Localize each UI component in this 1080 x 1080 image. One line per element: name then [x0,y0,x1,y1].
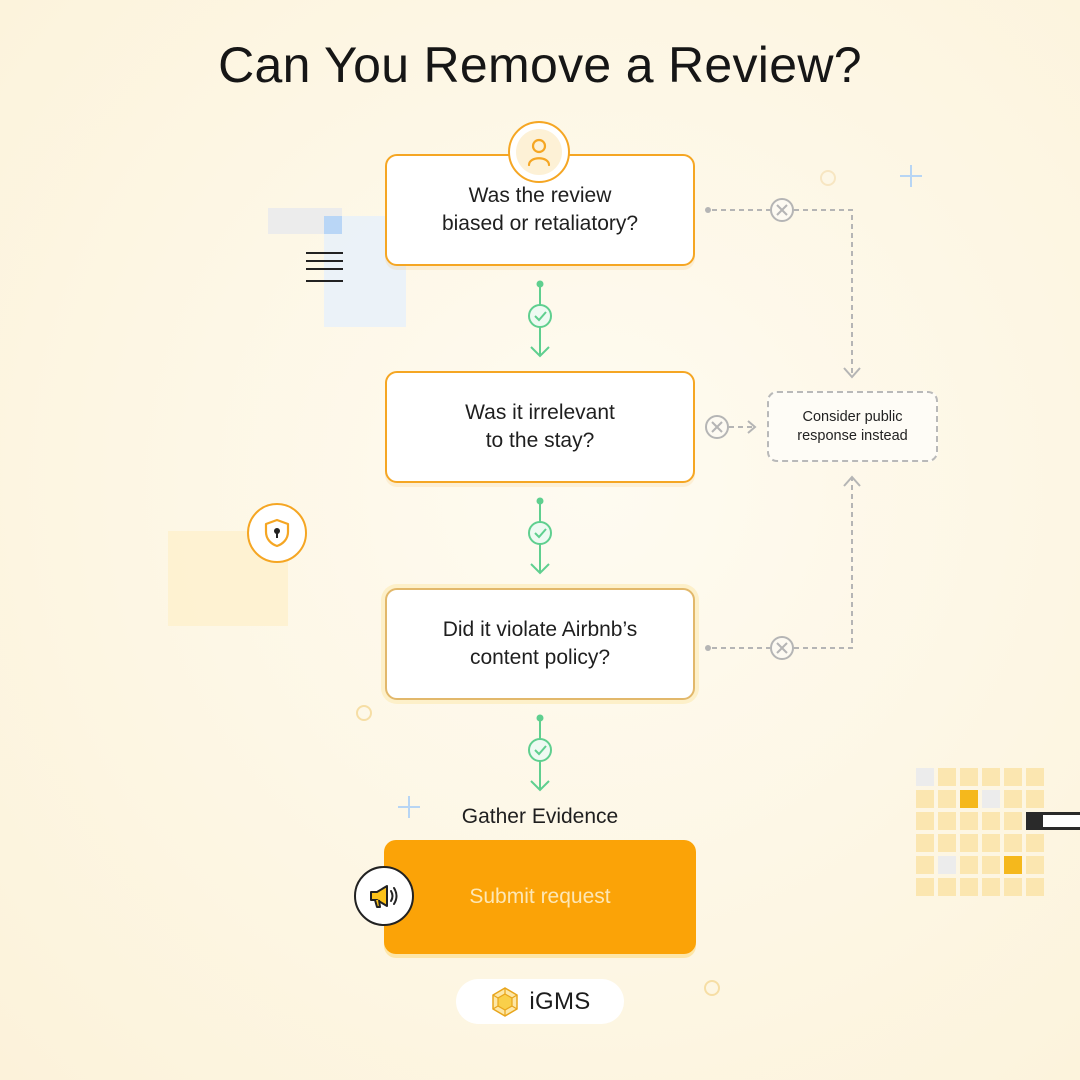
no-connector-2 [729,420,757,434]
grid-decor [916,768,1044,896]
no-connector-1 [705,207,861,379]
menu-lines-icon [306,252,343,282]
check-circle-icon [528,521,552,545]
check-circle-icon [528,738,552,762]
pen-decor [1026,812,1080,830]
shield-lock-icon [264,518,290,548]
decision-box-irrelevant: Was it irrelevant to the stay? [385,371,695,483]
x-circle-icon [705,415,729,439]
check-circle-icon [528,304,552,328]
yes-connector-3 [530,714,550,792]
decision-text: Was it irrelevant to the stay? [465,401,615,452]
decision-text: Was the review biased or retaliatory? [441,184,639,235]
brand-name: iGMS [529,987,591,1015]
decision-box-policy: Did it violate Airbnb’s content policy? [385,588,695,700]
circle-decor [356,170,836,996]
user-icon [527,138,551,167]
gather-evidence-label: Gather Evidence [461,805,619,828]
no-connector-3 [705,475,861,651]
submit-request-button[interactable]: Submit request [384,840,696,954]
yes-connector-1 [530,280,550,358]
page-title: Can You Remove a Review? [218,37,862,93]
igms-logo-icon [492,986,519,1017]
shield-badge [247,503,307,563]
alternative-outcome-text: Consider public response instead [797,408,908,444]
brand-logo: iGMS [456,979,624,1024]
megaphone-icon [370,885,398,908]
decor-tab [324,216,342,234]
decision-text: Did it violate Airbnb’s content policy? [442,618,638,669]
megaphone-badge [354,866,414,926]
alternative-outcome-box: Consider public response instead [767,391,938,462]
x-circle-icon [770,198,794,222]
avatar [508,121,570,183]
yes-connector-2 [530,497,550,575]
x-circle-icon [770,636,794,660]
